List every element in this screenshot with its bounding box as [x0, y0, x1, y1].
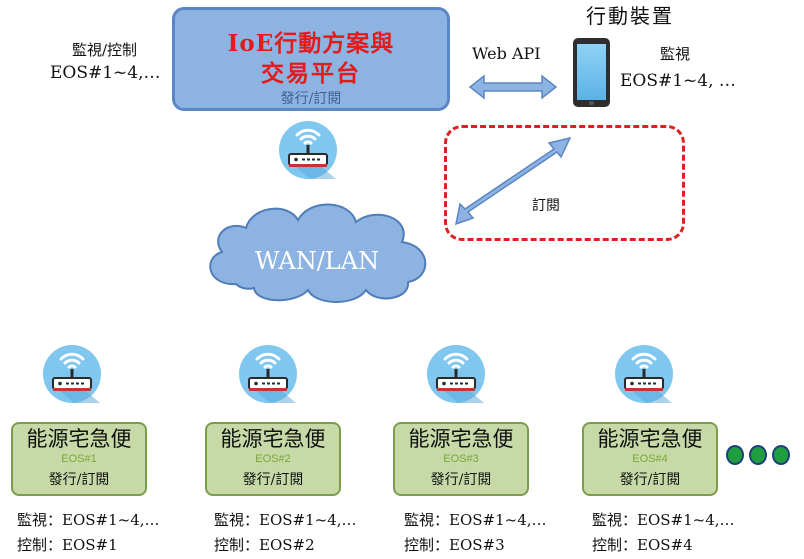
energy-node-box-2: 能源宅急便 EOS#2 發行/訂閱	[205, 422, 341, 496]
wifi-router-icon	[238, 343, 298, 405]
web-api-label: Web API	[472, 44, 541, 63]
subscribe-double-arrow-icon	[455, 136, 572, 226]
cloud-icon	[209, 203, 427, 303]
left-label-line2: EOS#1~4,…	[50, 63, 161, 83]
wifi-router-icon	[42, 343, 102, 405]
energy-node-box-4: 能源宅急便 EOS#4 發行/訂閱	[582, 422, 718, 496]
node-name: 能源宅急便	[408, 427, 514, 451]
device-label-line1: 監視	[660, 45, 691, 63]
node-monitor-label: 監視：EOS#1~4,…	[404, 511, 547, 529]
node-pubsub: 發行/訂閱	[48, 472, 110, 488]
node-name: 能源宅急便	[220, 427, 326, 451]
node-eos: EOS#4	[632, 453, 668, 465]
node-monitor-label: 監視：EOS#1~4,…	[214, 511, 357, 529]
node-name: 能源宅急便	[26, 427, 132, 451]
node-monitor-label: 監視：EOS#1~4,…	[17, 511, 160, 529]
platform-title-line1: IoE行動方案與	[227, 30, 395, 57]
left-label-line1: 監視/控制	[72, 41, 138, 59]
energy-node-box-1: 能源宅急便 EOS#1 發行/訂閱	[11, 422, 147, 496]
node-monitor-label: 監視：EOS#1~4,…	[592, 511, 735, 529]
node-eos: EOS#3	[443, 453, 479, 465]
smartphone-icon	[573, 38, 610, 107]
device-title: 行動裝置	[586, 4, 674, 28]
wifi-router-icon	[278, 119, 338, 181]
node-control-label: 控制：EOS#1	[17, 536, 118, 554]
subscribe-label: 訂閱	[532, 198, 560, 214]
device-label-line2: EOS#1~4, …	[620, 71, 736, 91]
node-pubsub: 發行/訂閱	[619, 472, 681, 488]
platform-subtitle: 發行/訂閱	[280, 91, 342, 107]
subscribe-dashed-box	[444, 125, 685, 241]
wifi-router-icon	[614, 343, 674, 405]
node-name: 能源宅急便	[597, 427, 703, 451]
node-eos: EOS#2	[255, 453, 291, 465]
platform-box: IoE行動方案與 交易平台 發行/訂閱	[172, 7, 450, 111]
node-control-label: 控制：EOS#2	[214, 536, 315, 554]
node-control-label: 控制：EOS#4	[592, 536, 693, 554]
node-eos: EOS#1	[61, 453, 97, 465]
cloud-label: WAN/LAN	[254, 247, 380, 275]
ellipsis-dots-icon	[726, 445, 795, 469]
energy-node-box-3: 能源宅急便 EOS#3 發行/訂閱	[393, 422, 529, 496]
web-api-double-arrow-icon	[468, 74, 558, 100]
platform-title-line2: 交易平台	[261, 60, 361, 87]
node-pubsub: 發行/訂閱	[430, 472, 492, 488]
node-control-label: 控制：EOS#3	[404, 536, 505, 554]
wifi-router-icon	[426, 343, 486, 405]
node-pubsub: 發行/訂閱	[242, 472, 304, 488]
